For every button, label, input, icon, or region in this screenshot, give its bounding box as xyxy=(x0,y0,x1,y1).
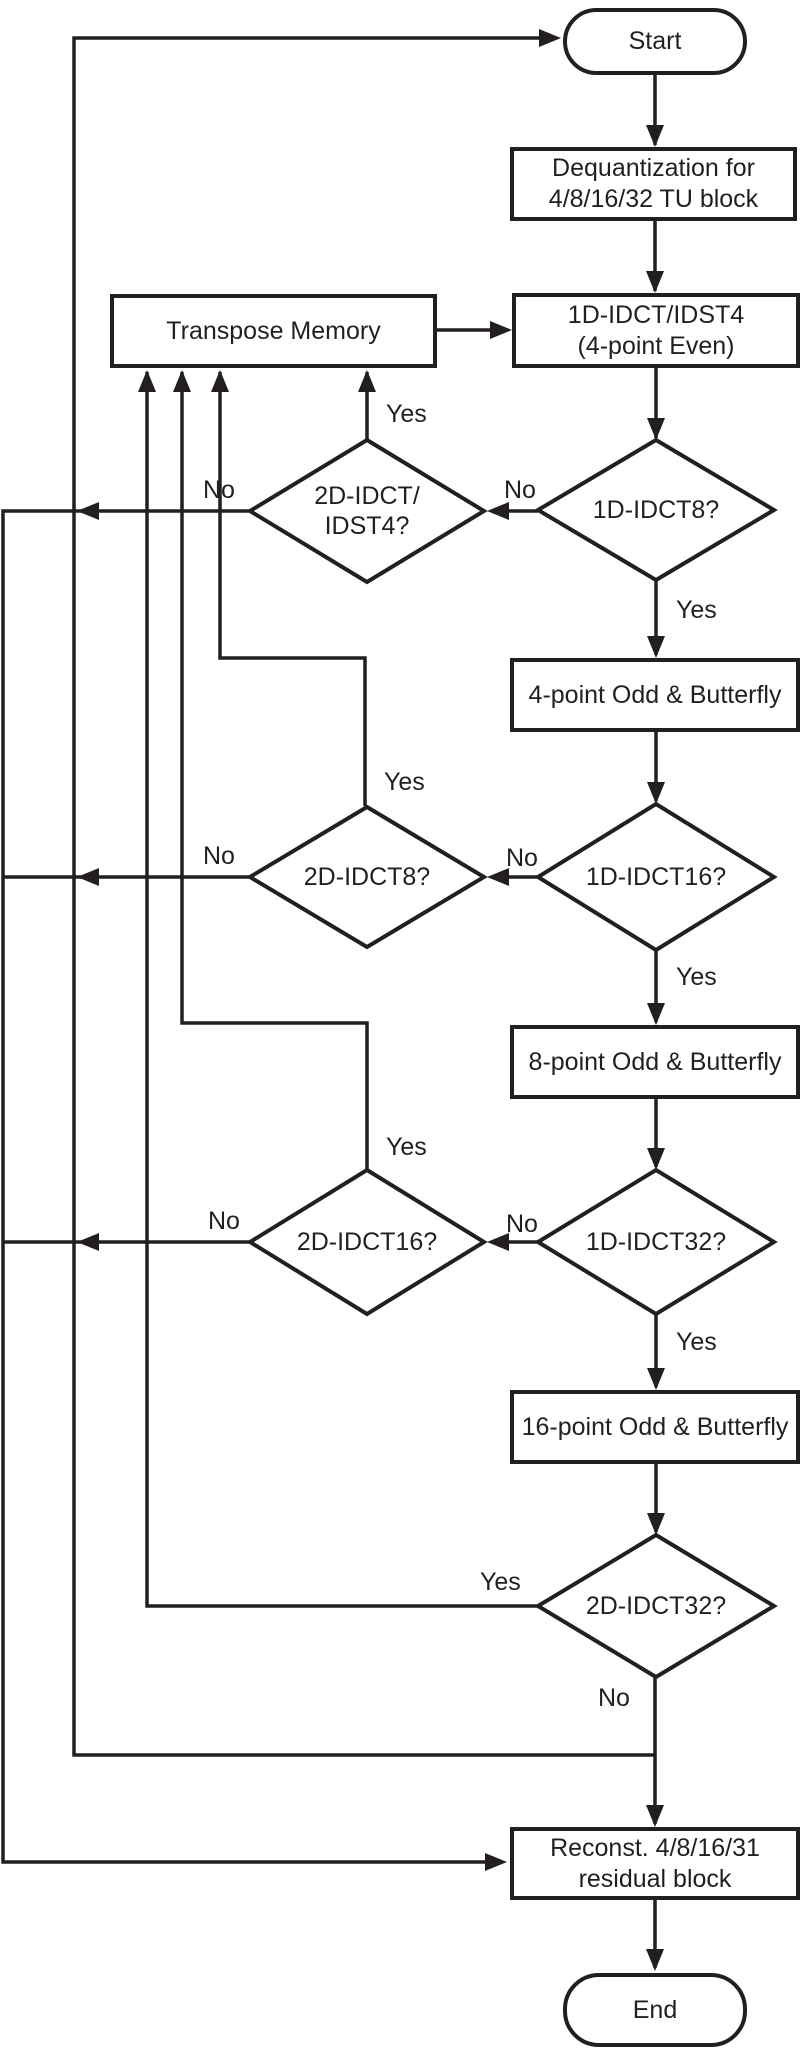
arrowhead xyxy=(646,1949,664,1971)
butterfly-16pt-label: 16-point Odd & Butterfly xyxy=(521,1412,789,1441)
butterfly-4pt-label: 4-point Odd & Butterfly xyxy=(528,680,782,709)
edge-transpose-to-idct4 xyxy=(437,321,512,339)
label-2d-idct16-yes: Yes xyxy=(386,1133,427,1161)
decision-1d-idct32-caption: 1D-IDCT32? xyxy=(585,1228,727,1256)
decision-2d-idct-idst4-caption: 2D-IDCT/ IDST4? xyxy=(314,482,420,540)
arrowhead xyxy=(211,370,229,392)
arrowhead xyxy=(647,418,665,440)
decision-2d-idct32-caption: 2D-IDCT32? xyxy=(585,1592,727,1620)
arrowhead xyxy=(487,868,509,886)
reconstruct-box: Reconst. 4/8/16/31 residual block xyxy=(510,1827,800,1900)
label-1d-idct16-no: No xyxy=(506,844,538,872)
arrowhead xyxy=(647,1148,665,1170)
arrowhead xyxy=(173,370,191,392)
edge-2d-idct16-no xyxy=(3,1233,250,1251)
label-2d-idct8-no: No xyxy=(203,842,235,870)
label-1d-idct8-yes: Yes xyxy=(676,596,717,624)
edge-feedback-to-start xyxy=(72,29,655,1757)
reconstruct-line1: Reconst. 4/8/16/31 xyxy=(550,1833,760,1862)
edge-idct4-to-1d-idct8 xyxy=(647,368,665,440)
label-1d-idct32-yes: Yes xyxy=(676,1328,717,1356)
transpose-memory-box: Transpose Memory xyxy=(110,294,437,368)
arrowhead xyxy=(647,1003,665,1025)
edge-4pt-to-1d-idct16 xyxy=(647,732,665,804)
edge-2d-idct32-yes xyxy=(138,370,538,1608)
edge-16pt-to-2d-idct32 xyxy=(647,1464,665,1535)
idct-idst4-box: 1D-IDCT/IDST4 (4-point Even) xyxy=(512,293,800,368)
arrowhead xyxy=(77,502,99,520)
reconstruct-line2: residual block xyxy=(578,1864,732,1893)
label-1d-idct16-yes: Yes xyxy=(676,963,717,991)
edge-2d-idct8-no xyxy=(3,868,250,886)
arrowhead xyxy=(487,1233,509,1251)
arrowhead xyxy=(539,29,561,47)
edge-1d-idct8-no xyxy=(487,502,538,520)
decision-2d-idct8-shape xyxy=(246,804,488,950)
arrowhead xyxy=(647,782,665,804)
label-2d-idct8-yes: Yes xyxy=(384,768,425,796)
decision-1d-idct16-shape xyxy=(534,801,778,953)
dequantization-line1: Dequantization for xyxy=(552,154,755,182)
label-1d-idct8-no: No xyxy=(504,476,536,504)
end-terminal: End xyxy=(563,1973,747,2047)
decision-1d-idct16-caption: 1D-IDCT16? xyxy=(585,863,727,891)
butterfly-16pt-box: 16-point Odd & Butterfly xyxy=(510,1390,800,1464)
label-2d-idct-idst4-yes: Yes xyxy=(386,400,427,428)
arrowhead xyxy=(485,1853,507,1871)
arrowhead xyxy=(646,125,664,147)
butterfly-8pt-label: 8-point Odd & Butterfly xyxy=(528,1047,782,1076)
arrowhead xyxy=(77,868,99,886)
edge-1d-idct32-yes xyxy=(647,1314,665,1390)
arrowhead xyxy=(647,1513,665,1535)
edge-8pt-to-1d-idct32 xyxy=(647,1099,665,1170)
arrowhead xyxy=(646,1805,664,1827)
edge-1d-idct16-yes xyxy=(647,950,665,1025)
edge-1d-idct8-yes xyxy=(647,580,665,658)
decision-1d-idct8-shape xyxy=(534,437,778,583)
start-label: Start xyxy=(628,27,682,55)
edge-1d-idct16-no xyxy=(487,868,538,886)
transpose-memory-label: Transpose Memory xyxy=(166,316,381,345)
edge-2d-idct8-yes xyxy=(211,370,367,806)
edge-2d-idct-idst4-yes xyxy=(358,370,376,440)
end-label: End xyxy=(632,1995,678,2024)
start-terminal: Start xyxy=(563,8,747,75)
label-1d-idct32-no: No xyxy=(506,1210,538,1238)
idct-idst4-line1: 1D-IDCT/IDST4 xyxy=(567,300,745,329)
edge-no-collector-to-reconst xyxy=(1,502,507,1871)
arrowhead xyxy=(358,370,376,392)
label-2d-idct32-yes: Yes xyxy=(480,1568,521,1596)
decision-1d-idct8-caption: 1D-IDCT8? xyxy=(592,496,720,524)
edge-1d-idct32-no xyxy=(487,1233,538,1251)
butterfly-4pt-box: 4-point Odd & Butterfly xyxy=(510,658,800,732)
arrowhead xyxy=(138,370,156,392)
dequantization-line2: 4/8/16/32 TU block xyxy=(548,185,759,213)
decision-2d-idct8-caption: 2D-IDCT8? xyxy=(303,863,431,891)
arrowhead xyxy=(487,502,509,520)
edge-2d-idct32-no-to-reconst xyxy=(646,1677,664,1827)
decision-2d-idct32-shape xyxy=(534,1532,778,1680)
label-2d-idct-idst4-no: No xyxy=(203,476,235,504)
arrowhead xyxy=(490,321,512,339)
edge-dequant-to-idct4 xyxy=(646,221,664,293)
edge-reconst-to-end xyxy=(646,1900,664,1971)
edge-start-to-dequant xyxy=(646,74,664,147)
arrowhead xyxy=(646,271,664,293)
arrowhead xyxy=(77,1233,99,1251)
arrowhead xyxy=(647,1368,665,1390)
label-2d-idct16-no: No xyxy=(208,1207,240,1235)
decision-2d-idct16-shape xyxy=(246,1167,488,1317)
idct-idst4-line2: (4-point Even) xyxy=(577,331,735,360)
label-2d-idct32-no: No xyxy=(598,1684,630,1712)
decision-1d-idct32-shape xyxy=(534,1167,778,1317)
butterfly-8pt-box: 8-point Odd & Butterfly xyxy=(510,1025,800,1099)
arrowhead xyxy=(647,636,665,658)
edge-2d-idct16-yes xyxy=(173,370,369,1169)
dequantization-box: Dequantization for 4/8/16/32 TU block xyxy=(510,147,797,221)
decision-2d-idct16-caption: 2D-IDCT16? xyxy=(296,1228,438,1256)
decision-2d-idct-idst4-shape xyxy=(246,437,488,585)
